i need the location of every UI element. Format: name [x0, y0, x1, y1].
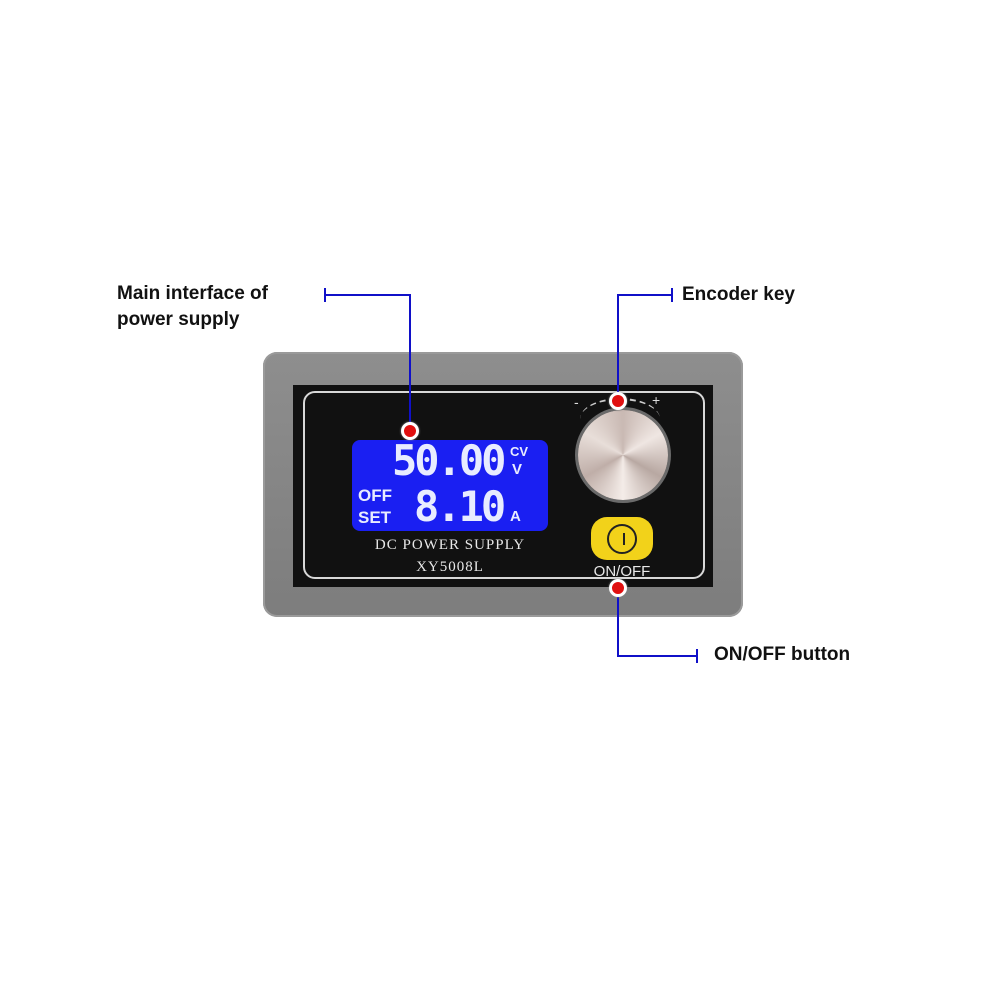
encoder-key-label: Encoder key: [682, 284, 795, 305]
encoder-knob[interactable]: [578, 410, 668, 500]
onoff-caption: ON/OFF: [593, 563, 651, 580]
onoff-marker: [609, 579, 627, 597]
set-indicator: SET: [358, 508, 392, 527]
knob-minus-mark: -: [574, 394, 579, 410]
label-line: Main interface of: [117, 283, 268, 304]
lcd-display: 50.00 CV V OFF SET 8.10 A: [352, 440, 548, 531]
voltage-unit: V: [512, 461, 523, 478]
leader-line-cap: [671, 288, 673, 302]
power-icon-bar: [623, 533, 625, 545]
power-icon: [607, 524, 637, 554]
voltage-readout: 50.00: [392, 440, 506, 485]
onoff-button[interactable]: [591, 517, 653, 560]
label-line: power supply: [117, 309, 240, 330]
leader-line: [617, 294, 619, 400]
leader-line: [617, 588, 619, 656]
leader-line: [409, 294, 411, 430]
panel-border: [303, 391, 705, 579]
onoff-button-label: ON/OFF button: [714, 644, 851, 665]
leader-line: [617, 655, 697, 657]
panel-title: DC POWER SUPPLY: [374, 537, 526, 553]
output-state: OFF: [358, 486, 392, 505]
model-number: XY5008L: [416, 559, 484, 575]
current-unit: A: [510, 508, 521, 525]
leader-line-cap: [696, 649, 698, 663]
main-interface-marker: [401, 422, 419, 440]
knob-plus-mark: +: [652, 392, 661, 408]
mode-indicator: CV: [510, 444, 529, 459]
leader-line: [618, 294, 672, 296]
encoder-marker: [609, 392, 627, 410]
main-interface-label: Main interface of power supply: [117, 281, 268, 333]
leader-line: [325, 294, 411, 296]
leader-line-cap: [324, 288, 326, 302]
current-readout: 8.10: [414, 482, 506, 531]
